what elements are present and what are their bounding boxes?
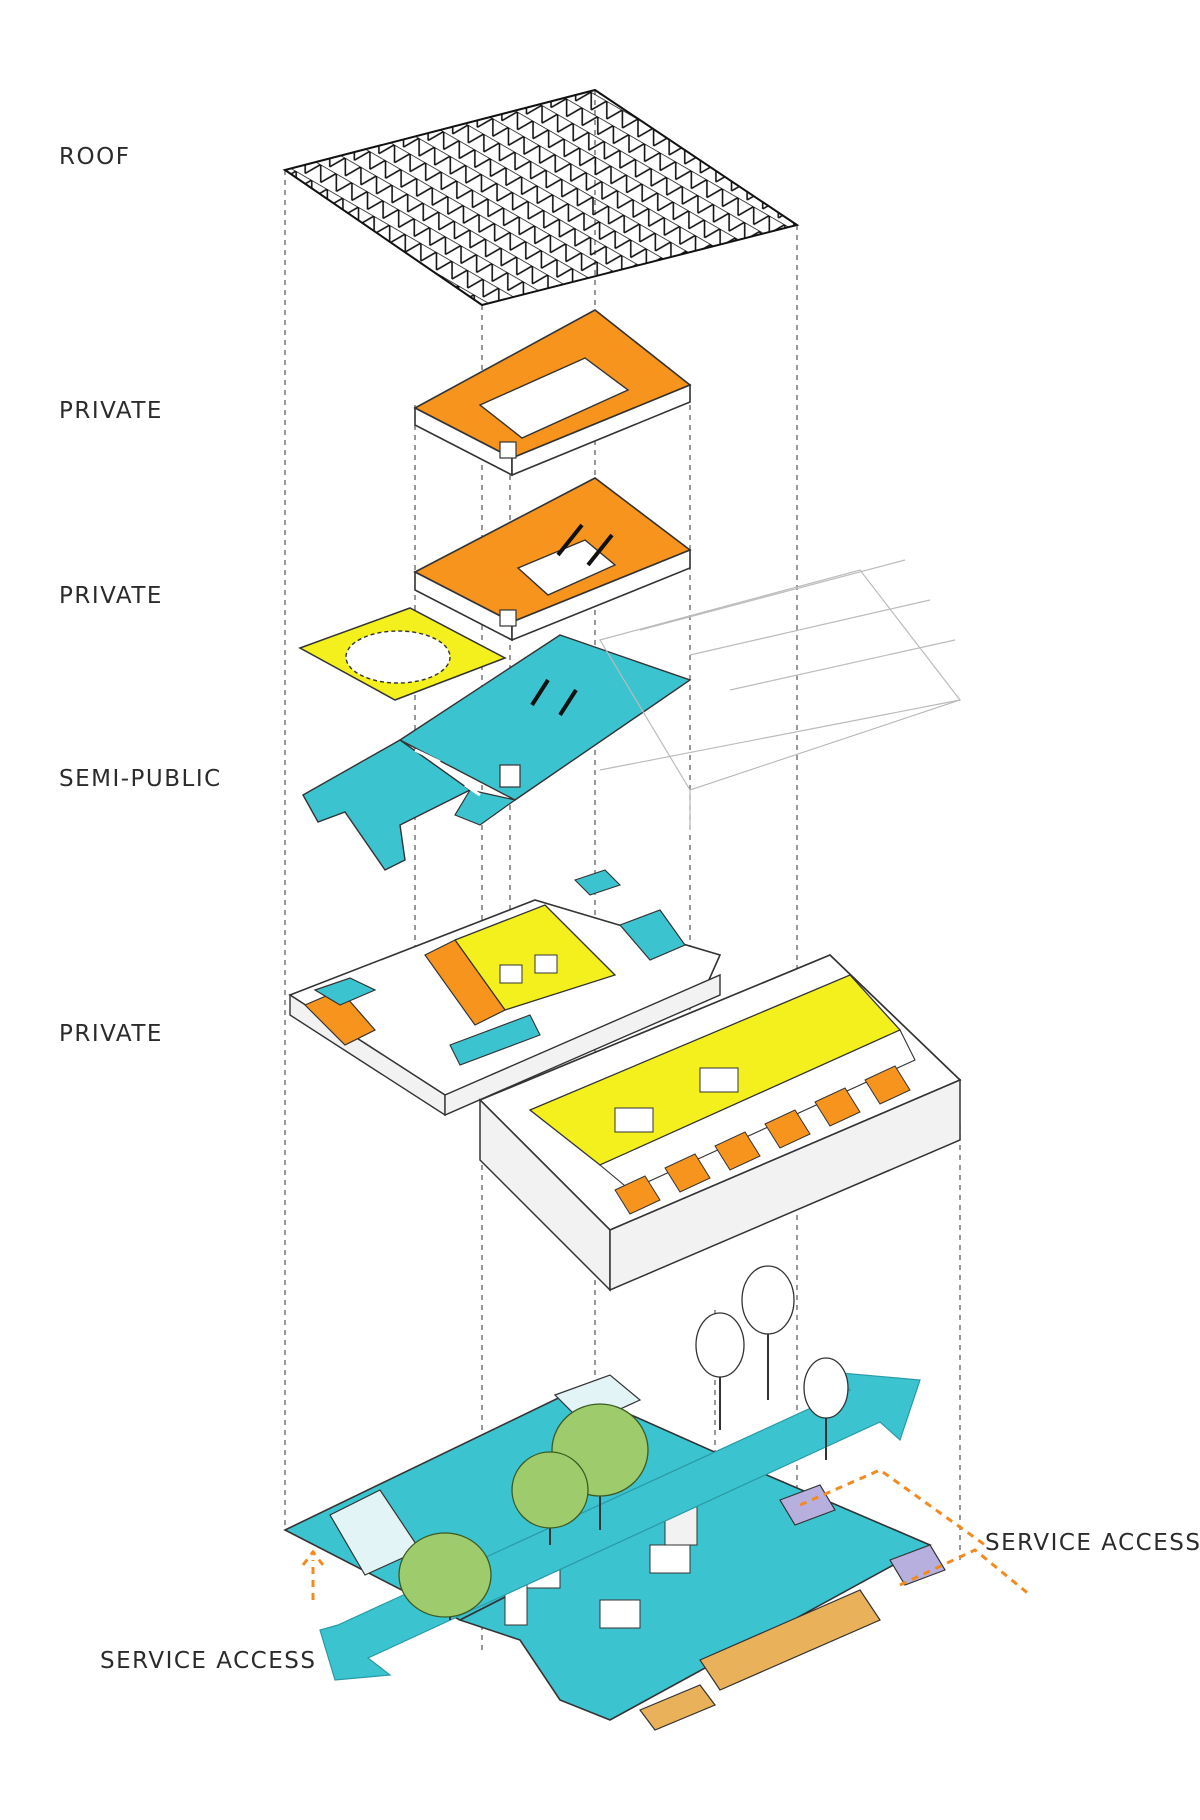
private-building-left xyxy=(288,869,722,1117)
label-service-access-right: SERVICE ACCESS xyxy=(985,1530,1200,1556)
service-access-arrows xyxy=(301,1468,1031,1600)
private-building-right xyxy=(478,954,962,1292)
label-private-top: PRIVATE xyxy=(59,398,163,424)
existing-structure-outline xyxy=(599,559,961,830)
semi-public-layer xyxy=(302,634,692,871)
private-layer-second xyxy=(413,477,692,642)
label-private-ground: PRIVATE xyxy=(59,1021,163,1047)
label-service-access-left: SERVICE ACCESS xyxy=(100,1648,317,1674)
roof-layer xyxy=(282,88,800,307)
trees xyxy=(398,1265,849,1620)
label-roof: ROOF xyxy=(59,144,131,170)
label-private-second: PRIVATE xyxy=(59,583,163,609)
yellow-plaza-panel xyxy=(298,607,507,701)
label-semi-public: SEMI-PUBLIC xyxy=(59,766,222,792)
private-layer-top xyxy=(413,309,692,477)
